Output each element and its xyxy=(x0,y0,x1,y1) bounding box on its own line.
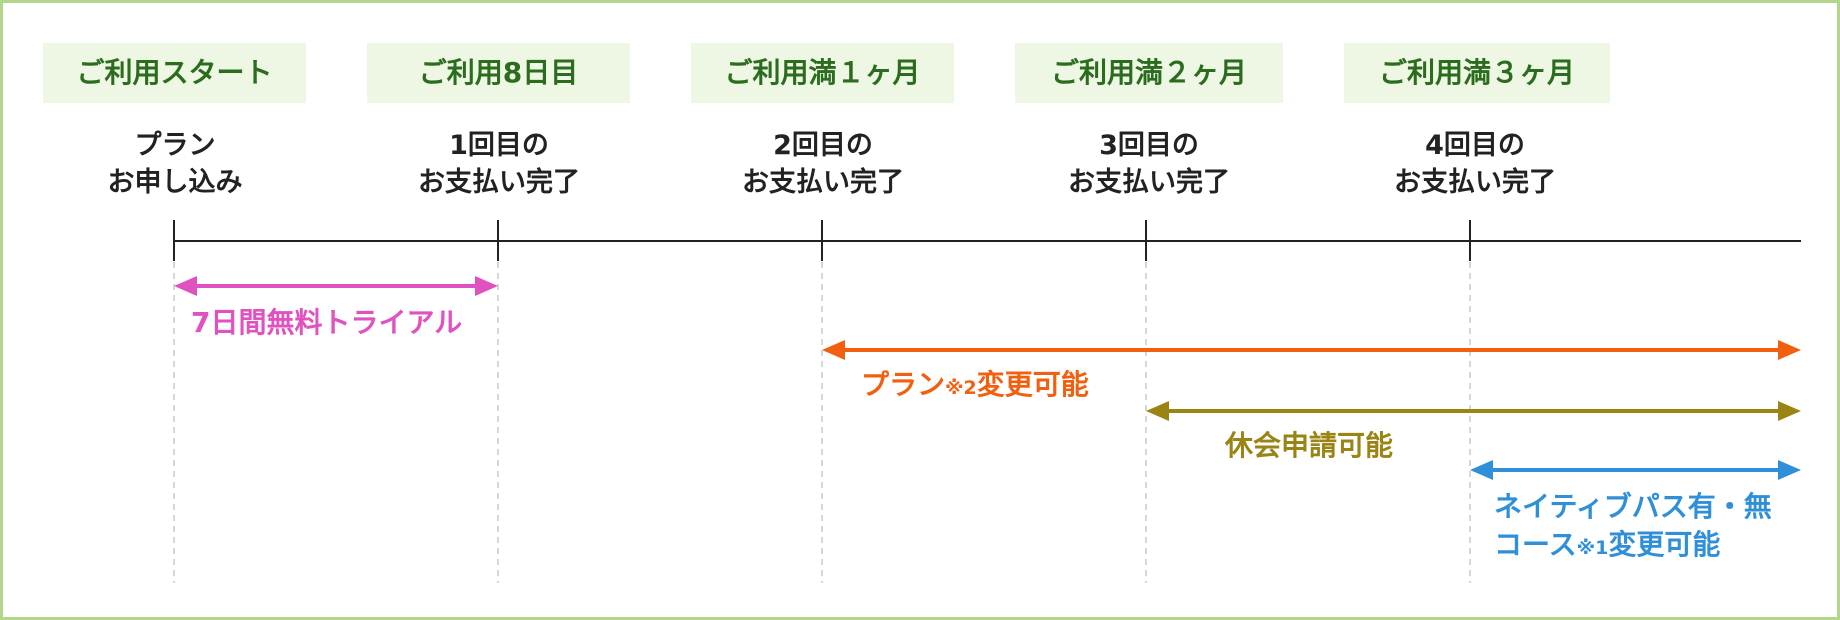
milestone-line1: 1回目の xyxy=(449,130,549,161)
milestone-line2: お支払い完了 xyxy=(1068,167,1230,198)
pass-change-label-line2-tail: 変更可能 xyxy=(1608,528,1721,561)
trial-arrow xyxy=(174,276,498,296)
milestone-line1: 2回目の xyxy=(773,130,873,161)
milestone-payment-3: 3回目の お支払い完了 xyxy=(1019,127,1279,201)
plan-change-label-tail: 変更可能 xyxy=(976,368,1089,401)
axis-ticks xyxy=(173,220,1471,261)
pass-change-note: ※1 xyxy=(1576,537,1609,559)
milestone-line2: お支払い完了 xyxy=(742,167,904,198)
pass-change-label: ネイティブパス有・無 コース※1変更可能 xyxy=(1494,488,1772,567)
plan-change-label-head: プラン xyxy=(861,368,946,401)
timeline-graphic xyxy=(173,220,1801,583)
pass-change-arrow xyxy=(1470,460,1801,480)
plan-change-arrow xyxy=(822,340,1801,360)
milestone-payment-2: 2回目の お支払い完了 xyxy=(693,127,953,201)
milestone-payment-1: 1回目の お支払い完了 xyxy=(369,127,629,201)
milestone-line2: お支払い完了 xyxy=(418,167,580,198)
stage-label-day8: ご利用8日目 xyxy=(367,43,630,103)
milestone-line2: お申し込み xyxy=(107,167,243,198)
plan-change-note: ※2 xyxy=(945,377,977,399)
guide-lines xyxy=(173,251,1471,583)
milestone-line2: お支払い完了 xyxy=(1394,167,1556,198)
stage-label-month3: ご利用満３ヶ月 xyxy=(1344,43,1610,103)
stage-label-start: ご利用スタート xyxy=(43,43,306,103)
milestone-line1: プラン xyxy=(134,130,216,161)
stage-label-month1: ご利用満１ヶ月 xyxy=(691,43,954,103)
milestone-plan-application: プラン お申し込み xyxy=(45,127,305,201)
milestone-line1: 3回目の xyxy=(1099,130,1199,161)
plan-change-label: プラン※2変更可能 xyxy=(861,366,1089,407)
pass-change-label-line2-head: コース xyxy=(1494,528,1577,561)
pass-change-label-line2: コース※1変更可能 xyxy=(1494,526,1772,567)
trial-period-label: 7日間無料トライアル xyxy=(191,306,463,339)
suspend-period-label: 休会申請可能 xyxy=(1225,429,1394,462)
pass-change-label-line1: ネイティブパス有・無 xyxy=(1494,490,1772,523)
milestone-payment-4: 4回目の お支払い完了 xyxy=(1345,127,1605,201)
stage-label-month2: ご利用満２ヶ月 xyxy=(1015,43,1283,103)
milestone-line1: 4回目の xyxy=(1425,130,1525,161)
suspend-arrow xyxy=(1146,401,1801,421)
